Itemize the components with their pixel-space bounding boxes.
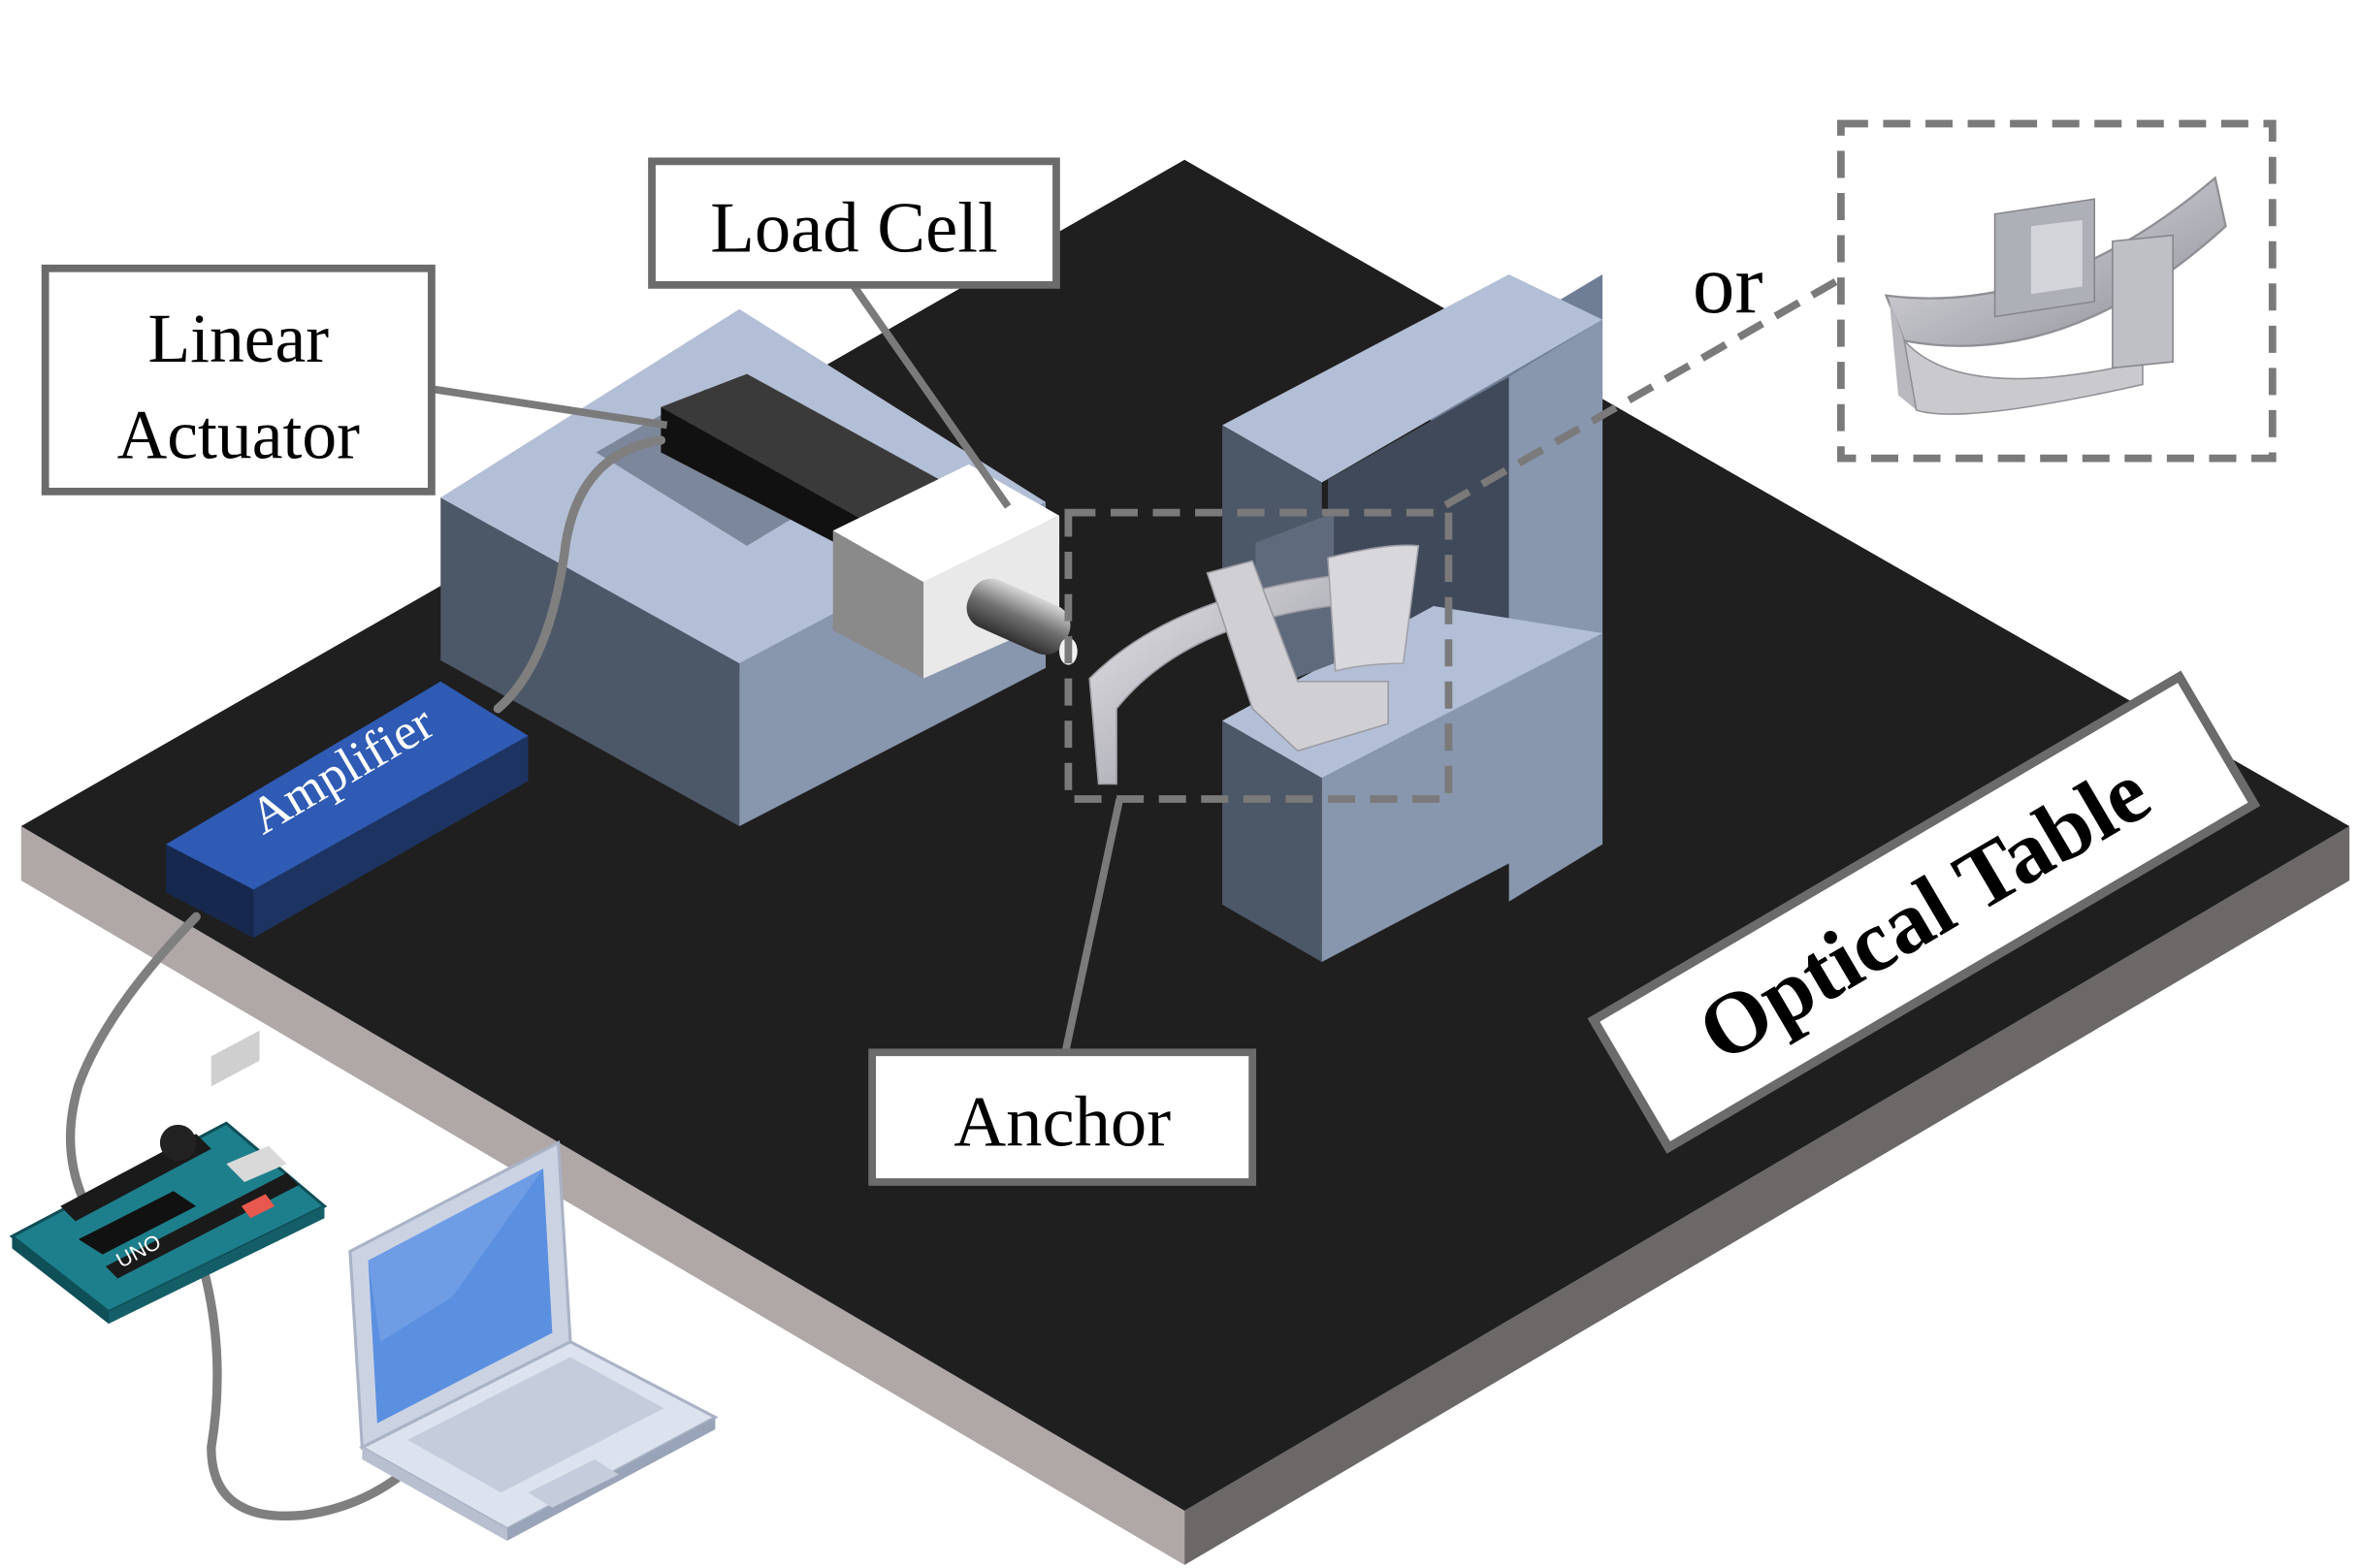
amplifier-top bbox=[166, 681, 529, 890]
laptop-trackpad bbox=[528, 1459, 619, 1508]
arduino-board: UNO bbox=[9, 1030, 328, 1325]
table-edge-left bbox=[20, 826, 1185, 1565]
anchor-base-front bbox=[1222, 720, 1322, 962]
board-to-laptop-cable bbox=[199, 1264, 412, 1520]
specimen-highlight-box bbox=[1064, 508, 1453, 803]
amplifier-front bbox=[166, 844, 254, 939]
anchor-leader bbox=[1061, 798, 1124, 1054]
laptop bbox=[348, 1140, 719, 1542]
alternate-specimen bbox=[1884, 176, 2227, 415]
linear-actuator-leader bbox=[431, 385, 668, 430]
anchor-base-right bbox=[1321, 633, 1603, 962]
anchor-label: Anchor bbox=[954, 1082, 1171, 1163]
load-cell-rod bbox=[966, 578, 1071, 656]
load-cell-front bbox=[832, 530, 924, 679]
load-cell-label: Load Cell bbox=[710, 188, 997, 269]
zoom-connector-line bbox=[1443, 276, 1840, 509]
cables bbox=[65, 435, 666, 1520]
linear-actuator-label-box: Linear Actuator bbox=[41, 264, 436, 496]
table-edge-right bbox=[1184, 826, 2350, 1565]
linear-actuator-label-line2: Actuator bbox=[117, 398, 360, 474]
specimen bbox=[1088, 544, 1420, 785]
anchor-label-box: Anchor bbox=[868, 1048, 1257, 1186]
actuator-cable bbox=[493, 435, 666, 714]
actuator-block-front bbox=[440, 497, 740, 827]
laptop-keyboard bbox=[407, 1357, 664, 1493]
laptop-screen bbox=[368, 1168, 553, 1424]
leader-lines bbox=[431, 284, 1124, 1054]
anchor-back-top bbox=[1222, 273, 1603, 483]
load-cell-leader bbox=[851, 284, 1012, 509]
or-label: or bbox=[1693, 237, 1763, 331]
amplifier-right bbox=[253, 735, 529, 939]
load-cell-label-box: Load Cell bbox=[648, 157, 1060, 289]
amplifier-to-board-cable bbox=[65, 912, 201, 1203]
linear-actuator-label-line1: Linear bbox=[147, 301, 329, 377]
